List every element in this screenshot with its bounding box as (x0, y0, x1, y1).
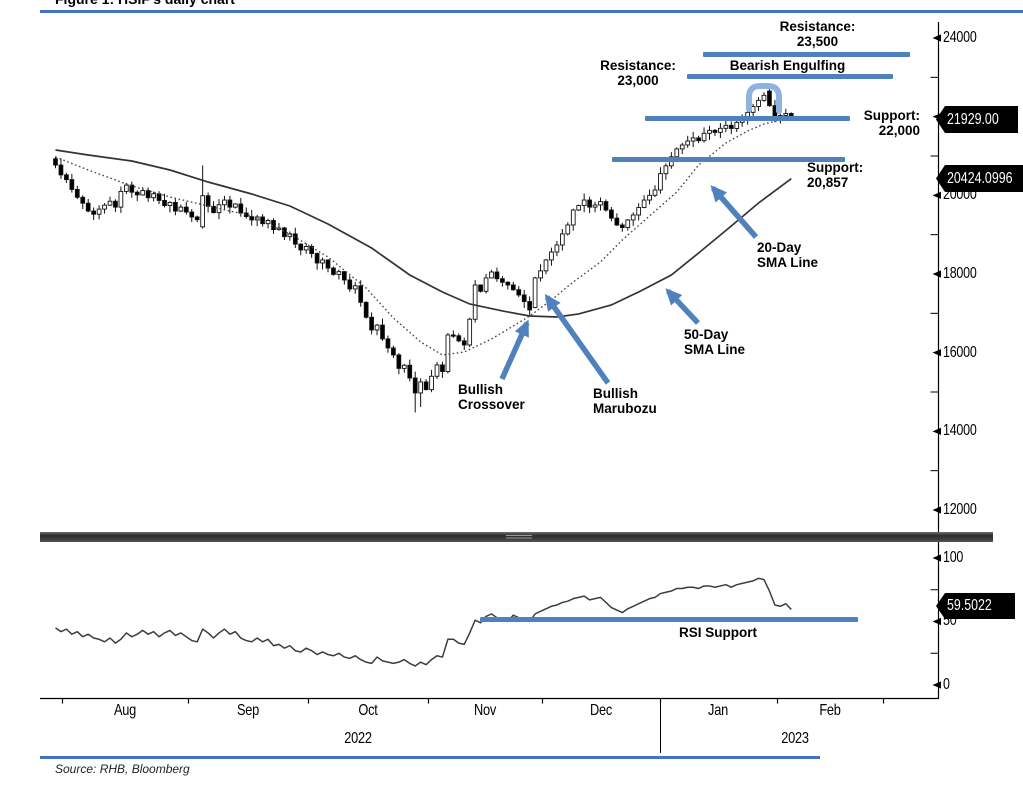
month-label-nov: Nov (473, 702, 497, 719)
axes (40, 22, 941, 753)
sma50-value-tag: 20424.0996 (936, 165, 1023, 192)
bullish-crossover-label: Bullish Crossover (458, 382, 525, 413)
price-tick-12000: 12000 (943, 501, 977, 518)
figure-title: Figure 1: HSIF's daily chart (55, 0, 235, 7)
price-tick-16000: 16000 (943, 344, 977, 361)
month-label-jan: Jan (708, 702, 728, 719)
source-rule (40, 756, 820, 759)
price-tick-18000: 18000 (943, 265, 977, 282)
support-20857-label: Support: 20,857 (807, 160, 864, 191)
bearish-engulfing-label: Bearish Engulfing (729, 58, 846, 73)
month-label-dec: Dec (589, 702, 613, 719)
rsi-line (55, 577, 792, 667)
support-22000-line (645, 116, 850, 121)
header-rule (40, 10, 1023, 13)
month-label-oct: Oct (358, 702, 378, 719)
sma50-line (55, 149, 792, 318)
resistance-23000-line (687, 74, 893, 79)
resistance-23500-line (703, 52, 910, 57)
sma20-label: 20-Day SMA Line (757, 240, 819, 271)
support-20857-line (612, 157, 845, 162)
price-tick-24000: 24000 (943, 29, 977, 46)
price-tick-14000: 14000 (943, 422, 977, 439)
bullish-marubozu-label: Bullish Marubozu (593, 386, 657, 417)
year-label-2023: 2023 (781, 730, 809, 747)
resistance-23500-label: Resistance: 23,500 (779, 19, 856, 50)
rsi-tick-100: 100 (943, 549, 964, 566)
month-label-sep: Sep (236, 702, 260, 719)
last-price-tag: 21929.00 (936, 106, 1018, 133)
resistance-23000-label: Resistance: 23,000 (600, 58, 676, 89)
source-text: Source: RHB, Bloomberg (55, 762, 190, 776)
month-label-aug: Aug (113, 702, 137, 719)
panel-divider-grip-icon (506, 534, 532, 540)
rsi-support-label: RSI Support (679, 625, 757, 640)
sma20-line (55, 118, 792, 356)
rsi-value-tag: 59.5022 (936, 593, 1015, 619)
support-22000-label: Support: 22,000 (863, 108, 920, 139)
year-label-2022: 2022 (344, 730, 372, 747)
rsi-tick-0: 0 (943, 676, 950, 693)
candlestick-layer (53, 89, 794, 413)
month-label-feb: Feb (819, 702, 841, 719)
rsi-support-line (480, 617, 858, 622)
sma50-label: 50-Day SMA Line (684, 327, 746, 358)
